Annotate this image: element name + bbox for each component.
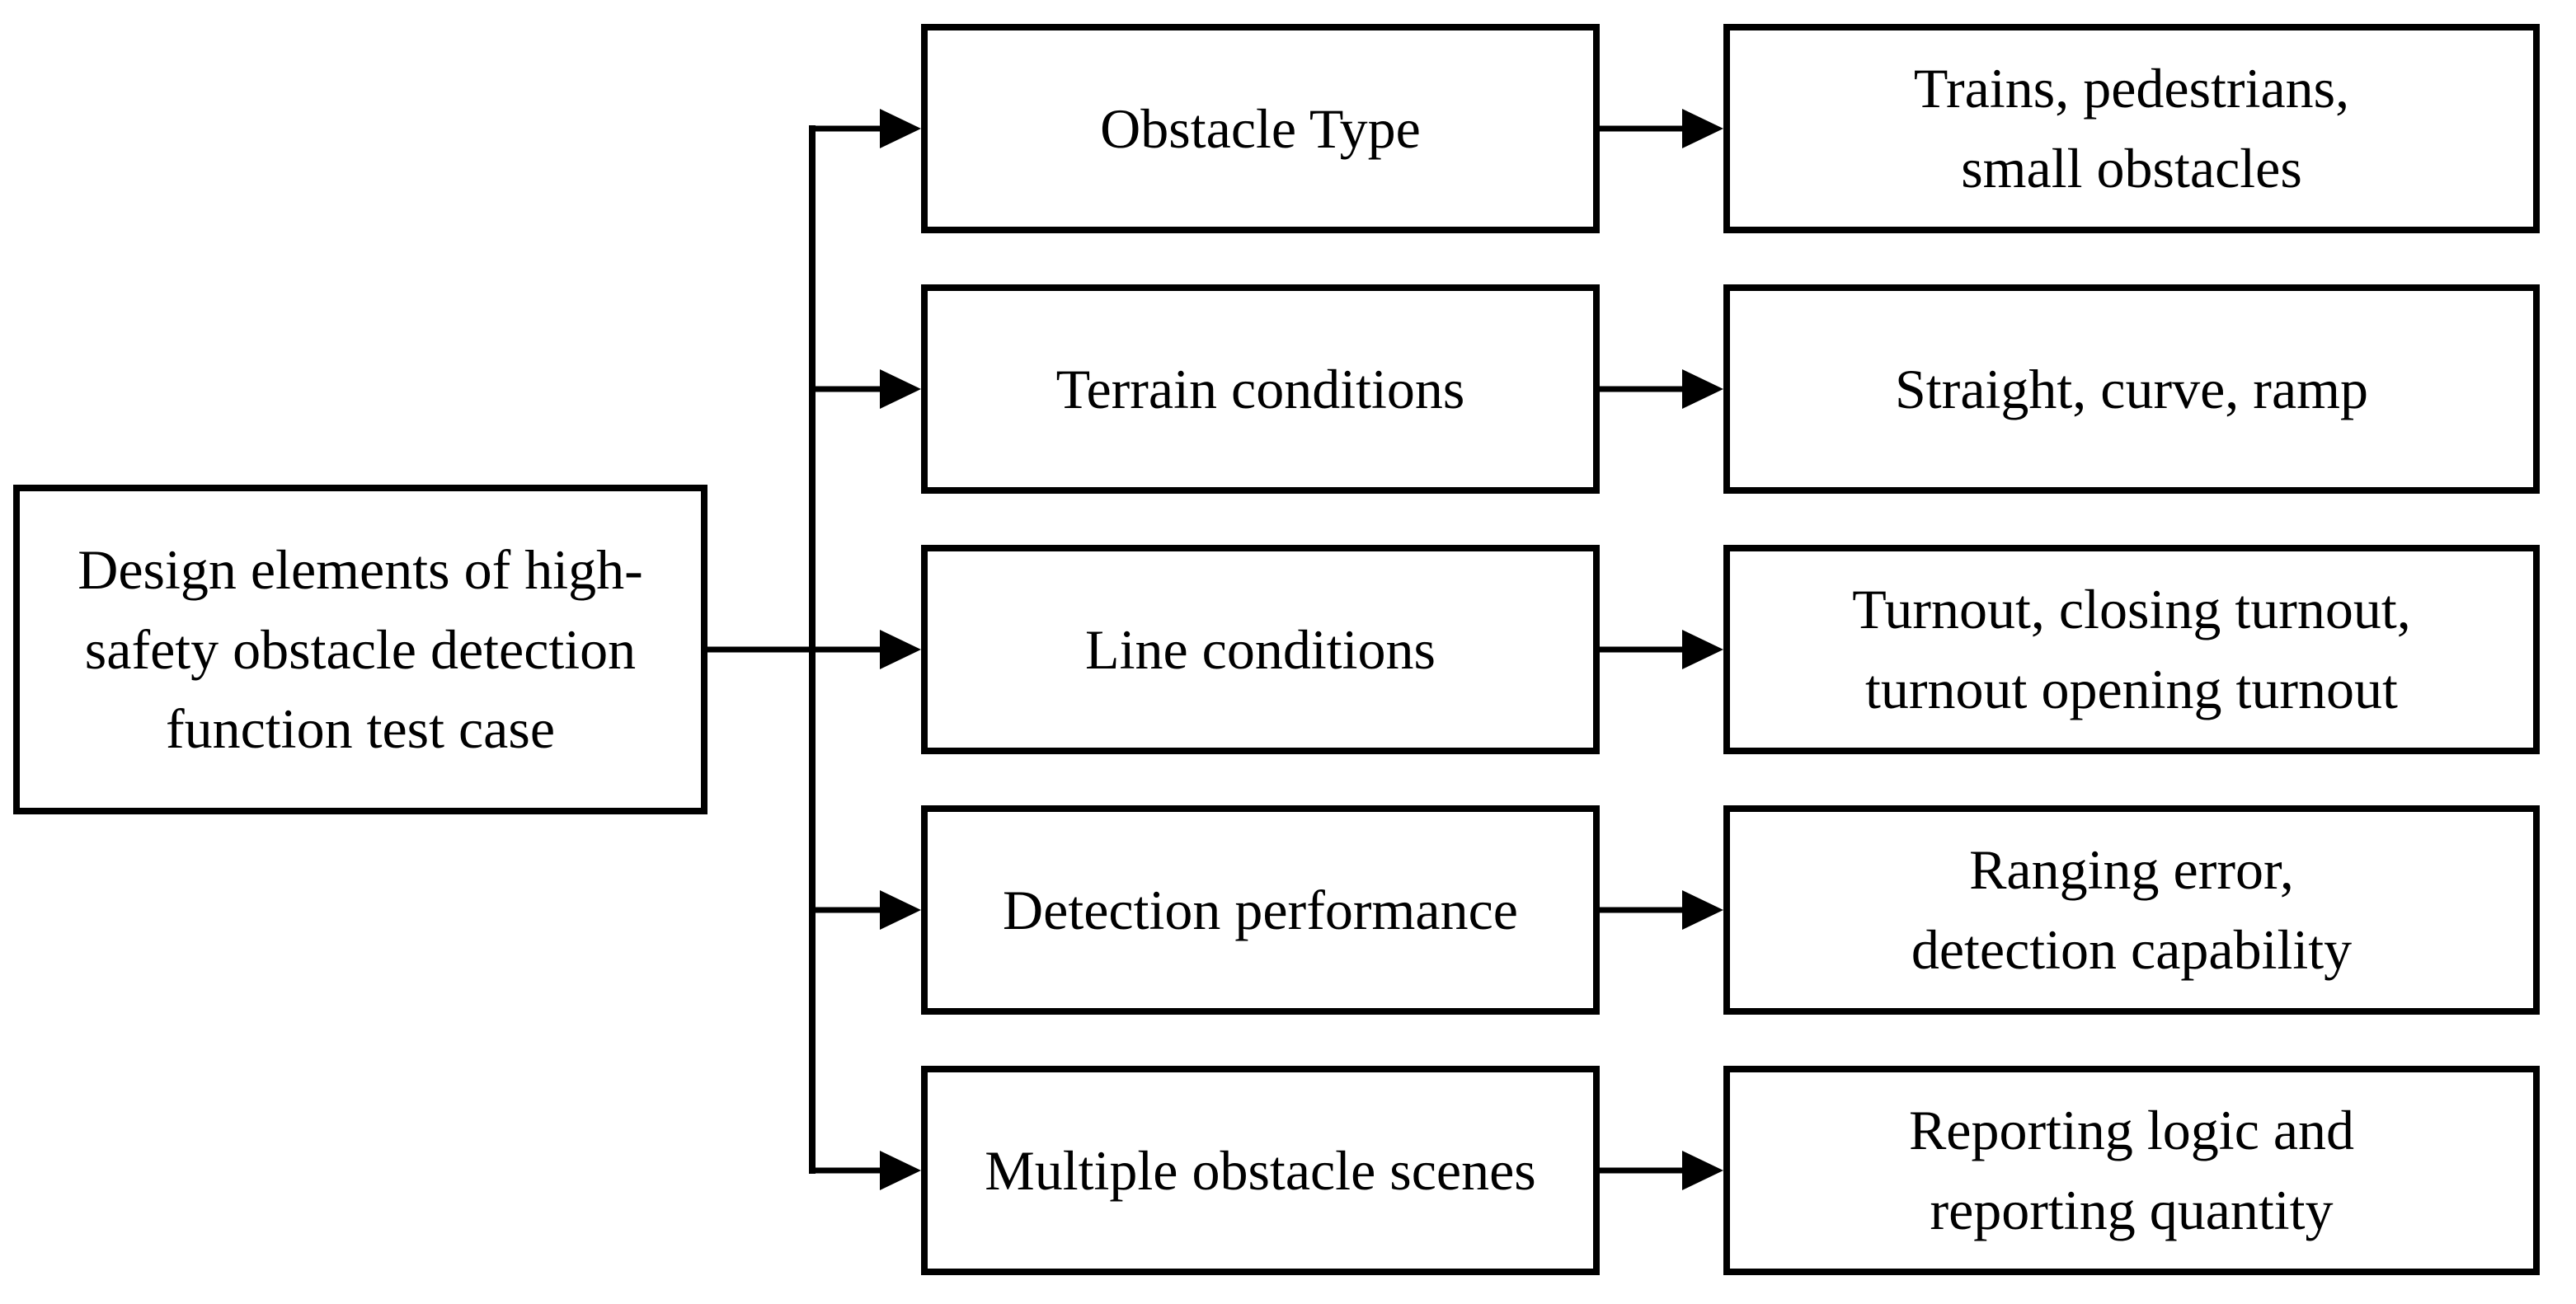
node-root: Design elements of high- safety obstacle…	[13, 485, 707, 814]
node-category-obstacle-type: Obstacle Type	[921, 24, 1600, 233]
node-detail-label: Ranging error, detection capability	[1911, 838, 2353, 981]
node-category-label: Multiple obstacle scenes	[985, 1138, 1536, 1202]
node-category-label: Obstacle Type	[1100, 96, 1421, 160]
node-detail-terrain-conditions: Straight, curve, ramp	[1723, 284, 2540, 494]
detail-arrowhead-2-icon	[1682, 369, 1723, 409]
node-detail-line-conditions: Turnout, closing turnout, turnout openin…	[1723, 545, 2540, 754]
branch-arrowhead-5-icon	[880, 1151, 921, 1190]
node-detail-label: Trains, pedestrians, small obstacles	[1913, 57, 2350, 199]
node-category-label: Detection performance	[1003, 878, 1518, 941]
node-category-label: Line conditions	[1085, 617, 1436, 681]
node-category-detection-performance: Detection performance	[921, 805, 1600, 1015]
node-category-label: Terrain conditions	[1055, 357, 1465, 420]
node-category-line-conditions: Line conditions	[921, 545, 1600, 754]
node-detail-multiple-obstacle-scenes: Reporting logic and reporting quantity	[1723, 1066, 2540, 1275]
node-detail-obstacle-type: Trains, pedestrians, small obstacles	[1723, 24, 2540, 233]
node-category-terrain-conditions: Terrain conditions	[921, 284, 1600, 494]
branch-arrowhead-3-icon	[880, 630, 921, 669]
node-detail-label: Reporting logic and reporting quantity	[1908, 1099, 2355, 1241]
detail-arrowhead-4-icon	[1682, 890, 1723, 930]
detail-arrowhead-5-icon	[1682, 1151, 1723, 1190]
node-category-multiple-obstacle-scenes: Multiple obstacle scenes	[921, 1066, 1600, 1275]
node-root-label: Design elements of high- safety obstacle…	[78, 538, 643, 761]
detail-arrowhead-1-icon	[1682, 109, 1723, 148]
branch-arrowhead-1-icon	[880, 109, 921, 148]
node-detail-label: Straight, curve, ramp	[1894, 357, 2369, 420]
node-detail-detection-performance: Ranging error, detection capability	[1723, 805, 2540, 1015]
branch-arrowhead-4-icon	[880, 890, 921, 930]
detail-arrowhead-3-icon	[1682, 630, 1723, 669]
node-detail-label: Turnout, closing turnout, turnout openin…	[1852, 578, 2411, 720]
branch-arrowhead-2-icon	[880, 369, 921, 409]
